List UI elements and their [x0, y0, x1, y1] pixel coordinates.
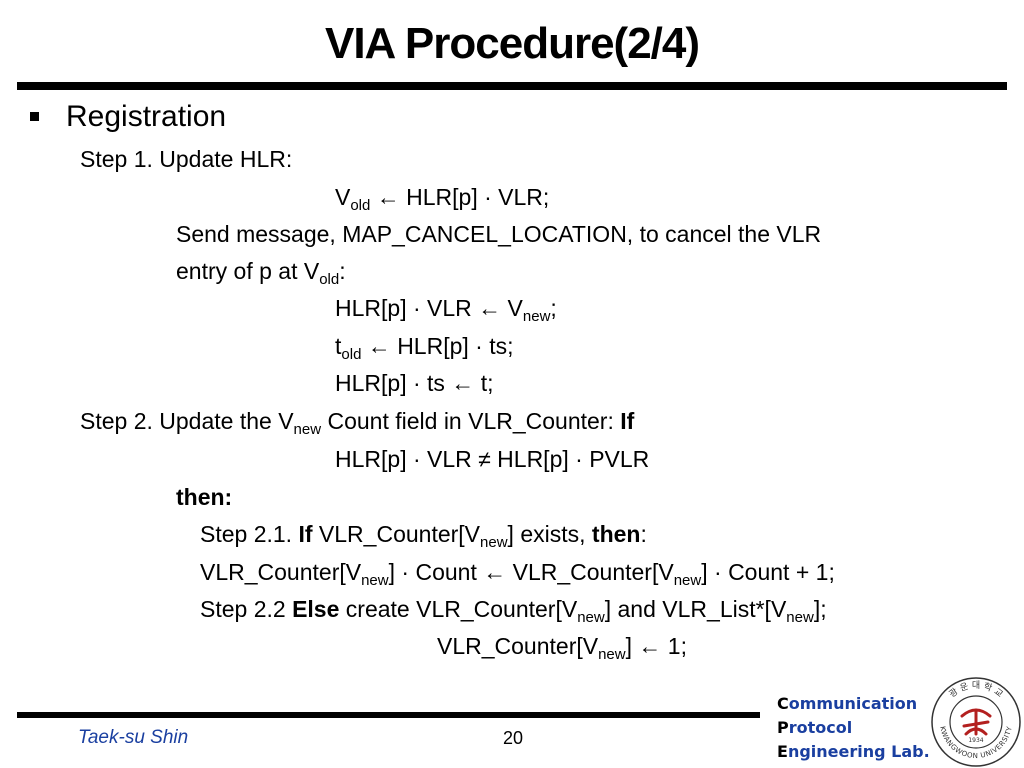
line-entry-of-p: entry of p at Vold: — [176, 258, 346, 288]
seal-emblem-icon — [960, 708, 992, 736]
line-counter-init: VLR_Counter[Vnew] ← 1; — [437, 633, 687, 663]
lab-name: Communication Protocol Engineering Lab. — [777, 694, 930, 761]
title-divider — [17, 82, 1007, 90]
bullet-registration: Registration — [66, 100, 227, 133]
step2-2: Step 2.2 Else create VLR_Counter[Vnew] a… — [200, 596, 827, 626]
footer-divider — [17, 712, 760, 718]
line-count-increment: VLR_Counter[Vnew] · Count ← VLR_Counter[… — [200, 559, 835, 589]
footer-author: Taek-su Shin — [78, 727, 189, 748]
step2-1: Step 2.1. If VLR_Counter[Vnew] exists, t… — [200, 521, 647, 551]
slide-title: VIA Procedure(2/4) — [324, 19, 700, 68]
seal-year: 1934 — [968, 737, 983, 744]
line-ts-assign: HLR[p] · ts ← t; — [335, 370, 494, 396]
line-told-assign: told ← HLR[p] · ts; — [335, 333, 514, 363]
line-vold-assign: Vold ← HLR[p] · VLR; — [335, 184, 550, 214]
step1-heading: Step 1. Update HLR: — [80, 146, 293, 172]
line-then: then: — [176, 484, 233, 510]
page-number: 20 — [503, 728, 524, 748]
bullet-square-icon — [30, 112, 39, 121]
line-send-message: Send message, MAP_CANCEL_LOCATION, to ca… — [176, 221, 822, 247]
step2-heading: Step 2. Update the Vnew Count field in V… — [80, 408, 635, 438]
line-condition: HLR[p] · VLR ≠ HLR[p] · PVLR — [335, 446, 650, 472]
university-seal-icon: 광 운 대 학 교 KWANGWOON UNIVERSITY 1934 — [931, 677, 1021, 767]
line-hlr-vlr-assign: HLR[p] · VLR ← Vnew; — [335, 295, 557, 325]
